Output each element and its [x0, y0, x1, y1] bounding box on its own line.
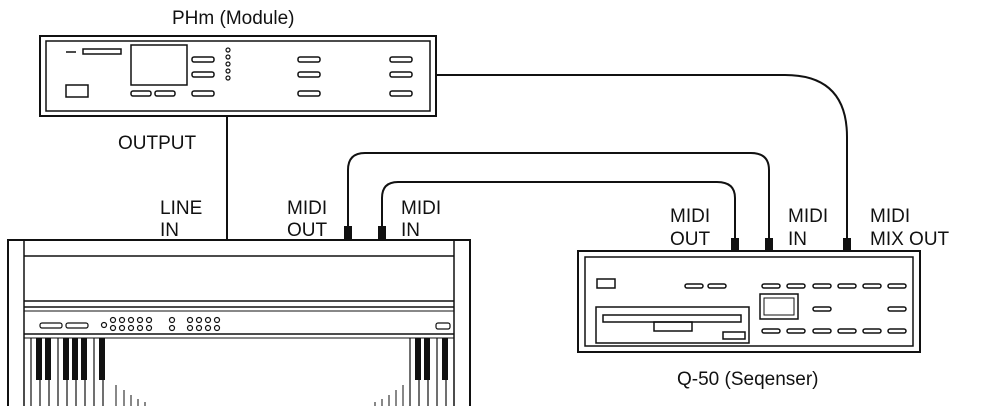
line-in-label-line1: LINE: [160, 198, 203, 219]
keyboard-keys: [30, 338, 448, 406]
black-key: [45, 338, 51, 380]
black-key: [424, 338, 430, 380]
sequencer-device: [577, 250, 921, 353]
module-device: [39, 35, 437, 117]
sequencer-floppy-drive: [595, 306, 750, 344]
black-key: [99, 338, 105, 380]
seq-midi-mix-out-label-line2: MIX OUT: [870, 229, 950, 250]
cable-seq-out-to-keyboard-in: [381, 181, 736, 238]
seq-midi-out-label-line1: MIDI: [670, 206, 711, 227]
black-key: [36, 338, 42, 380]
seq-midi-out-label-line2: OUT: [670, 229, 711, 250]
module-outer-frame: [39, 35, 437, 117]
line-in-label-line2: IN: [160, 220, 179, 241]
module-inner-frame: [45, 40, 431, 112]
keyboard-controls: [39, 316, 451, 332]
seq-midi-in-label-line2: IN: [788, 229, 807, 250]
module-title: PHm (Module): [172, 8, 295, 29]
cable-keyboard-out-to-seq-in: [347, 152, 770, 238]
plug-seq-midi-mix-out: [843, 238, 851, 251]
module-display: [130, 44, 188, 86]
keyboard-outline: [7, 239, 471, 406]
module-left-slot: [82, 48, 122, 55]
plug-keyboard-midi-out: [344, 226, 352, 239]
black-key: [72, 338, 78, 380]
module-buttons: [130, 56, 413, 97]
black-key: [81, 338, 87, 380]
keyboard-midi-out-label-line1: MIDI: [287, 198, 328, 219]
sequencer-outer-frame: [577, 250, 921, 353]
sequencer-buttons: [684, 283, 907, 334]
module-power-button: [65, 84, 89, 98]
cable-plugs: [344, 226, 851, 251]
plug-seq-midi-out: [731, 238, 739, 251]
black-key: [63, 338, 69, 380]
keyboard-device: [7, 239, 471, 406]
sequencer-power-button: [596, 278, 616, 289]
seq-midi-in-label-line1: MIDI: [788, 206, 829, 227]
plug-seq-midi-in: [765, 238, 773, 251]
module-leds: [225, 47, 231, 81]
black-key: [442, 338, 448, 380]
plug-keyboard-midi-in: [378, 226, 386, 239]
black-key: [415, 338, 421, 380]
sequencer-display: [759, 293, 799, 320]
output-label: OUTPUT: [118, 133, 197, 154]
seq-midi-mix-out-label-line1: MIDI: [870, 206, 911, 227]
keyboard-midi-in-label-line1: MIDI: [401, 198, 442, 219]
sequencer-inner-frame: [584, 256, 914, 347]
cables: [226, 74, 848, 240]
keyboard-midi-out-label-line2: OUT: [287, 220, 328, 241]
cable-seq-mix-out-to-module: [436, 74, 848, 238]
sequencer-title: Q-50 (Seqenser): [677, 369, 819, 390]
keyboard-midi-in-label-line2: IN: [401, 220, 420, 241]
